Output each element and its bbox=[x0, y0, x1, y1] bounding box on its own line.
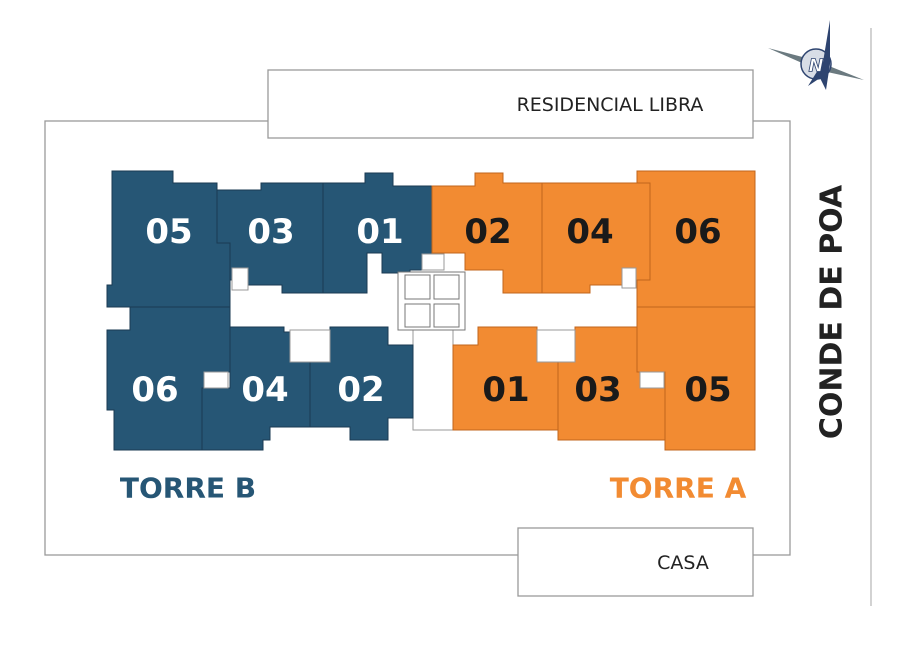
lobby bbox=[412, 329, 454, 431]
unit-label: 06 bbox=[674, 212, 721, 252]
unit-label: 01 bbox=[356, 212, 403, 252]
light-well bbox=[289, 329, 331, 363]
unit-label: 06 bbox=[131, 370, 178, 410]
light-well bbox=[203, 371, 229, 389]
light-well bbox=[421, 253, 445, 271]
unit-label: 05 bbox=[145, 212, 192, 252]
elevator-core bbox=[397, 271, 466, 331]
street-north-label: RESIDENCIAL LIBRA bbox=[517, 94, 704, 116]
unit-label: 05 bbox=[684, 370, 731, 410]
light-well bbox=[639, 371, 665, 389]
compass-rose-icon: N bbox=[768, 20, 864, 90]
unit-label: 02 bbox=[337, 370, 384, 410]
torre-b-label: TORRE B bbox=[120, 472, 256, 505]
casa-lot bbox=[517, 527, 754, 597]
unit-b-04[interactable] bbox=[201, 326, 311, 451]
street-south-label: CASA bbox=[657, 552, 709, 574]
unit-label: 03 bbox=[247, 212, 294, 252]
unit-a-05[interactable] bbox=[636, 306, 756, 451]
unit-label: 01 bbox=[482, 370, 529, 410]
street-east-label: CONDE DE POA bbox=[815, 184, 850, 439]
unit-b-02[interactable] bbox=[309, 326, 414, 441]
torre-a-label: TORRE A bbox=[610, 472, 747, 505]
compass-north-label: N bbox=[808, 56, 823, 77]
light-well bbox=[621, 267, 637, 289]
unit-label: 02 bbox=[464, 212, 511, 252]
unit-b-01[interactable] bbox=[322, 172, 433, 294]
light-well bbox=[231, 267, 249, 291]
residencial-libra-lot bbox=[267, 69, 754, 139]
unit-label: 04 bbox=[241, 370, 288, 410]
light-well bbox=[536, 329, 576, 363]
unit-label: 04 bbox=[566, 212, 613, 252]
unit-b-03[interactable] bbox=[216, 182, 324, 294]
unit-label: 03 bbox=[574, 370, 621, 410]
